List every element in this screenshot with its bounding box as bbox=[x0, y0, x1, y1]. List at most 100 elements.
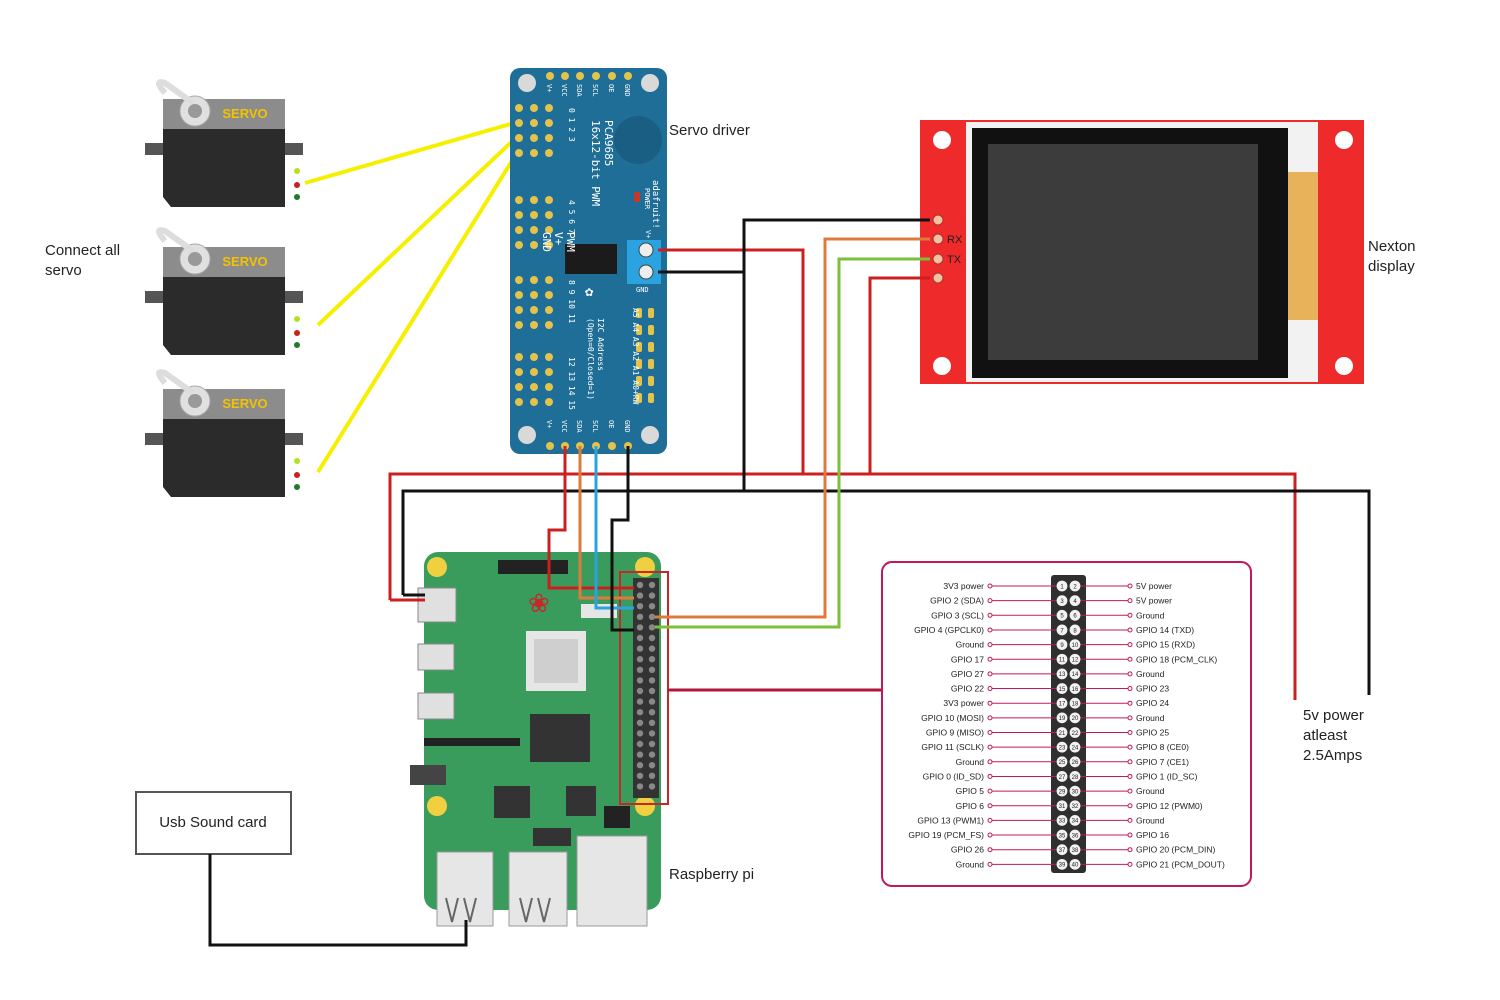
pwm-pin bbox=[545, 383, 553, 391]
pwm-pin bbox=[530, 196, 538, 204]
pwm-channel-pins bbox=[515, 104, 553, 406]
gpio-pin-number: 23 bbox=[1059, 745, 1066, 751]
gpio-pin-odd bbox=[1056, 800, 1068, 812]
top-header-pins bbox=[546, 72, 632, 80]
gpio-pin-odd bbox=[1056, 697, 1068, 709]
gpio-pin-even bbox=[1069, 771, 1081, 782]
gpio-header-pin bbox=[648, 762, 656, 769]
pca-bottom-pin-label: SDA bbox=[575, 420, 583, 433]
gpio-pin-number: 4 bbox=[1073, 599, 1077, 605]
gpio-left-label: GPIO 26 bbox=[951, 845, 984, 855]
gpio-left-label: GPIO 17 bbox=[951, 654, 984, 664]
gpio-header-pin bbox=[636, 624, 644, 631]
gpio-right-label: GPIO 23 bbox=[1136, 684, 1169, 694]
pwm-pin bbox=[545, 134, 553, 142]
gpio-left-label: Ground bbox=[956, 757, 985, 767]
pca-channel-group-1: 0 1 2 3 bbox=[567, 108, 576, 142]
pca-channel-group-4: 12 13 14 15 bbox=[567, 357, 576, 410]
gpio-left-label: 3V3 power bbox=[943, 698, 984, 708]
pwm-pin bbox=[530, 134, 538, 142]
gpio-right-label: GPIO 24 bbox=[1136, 698, 1169, 708]
gpio-pin-number: 29 bbox=[1059, 789, 1066, 795]
connect-servo-label-line1: Connect all bbox=[45, 242, 120, 259]
pca-address-pins: A5 A4 A3 A2 A1 A0+RW bbox=[631, 308, 640, 405]
pwm-pin bbox=[545, 104, 553, 112]
gpio-pin-odd bbox=[1056, 712, 1068, 724]
pca-address-sub: (Open=0/Closed=1) bbox=[586, 318, 595, 400]
gpio-header-pin bbox=[648, 783, 656, 790]
gpio-pin-odd bbox=[1056, 785, 1068, 797]
pwm-pin bbox=[515, 398, 523, 406]
gpio-pin-number: 38 bbox=[1072, 848, 1079, 854]
gpio-header-pin bbox=[648, 698, 656, 705]
gpio-header-pin bbox=[636, 656, 644, 663]
address-jumpers bbox=[636, 308, 654, 403]
gpio-left-label: GPIO 11 (SCLK) bbox=[921, 742, 984, 752]
gpio-pin-even bbox=[1069, 815, 1081, 826]
gpio-header-pin bbox=[648, 603, 656, 610]
gpio-header-pin bbox=[648, 709, 656, 716]
gpio-pin-number: 36 bbox=[1072, 833, 1079, 839]
gpio-pin-odd bbox=[1056, 815, 1068, 826]
nexton-display-label-line2: display bbox=[1368, 258, 1415, 275]
gpio-pin-even bbox=[1069, 712, 1081, 724]
gpio-pin-number: 33 bbox=[1059, 819, 1066, 825]
pwm-pin bbox=[530, 119, 538, 127]
gpio-header-pin bbox=[636, 677, 644, 684]
gpio-header-pin bbox=[648, 645, 656, 652]
pwm-pin bbox=[545, 196, 553, 204]
pca-side-label-vplus: V+ bbox=[552, 232, 565, 246]
gpio-pin-number: 10 bbox=[1072, 643, 1079, 649]
pwm-pin bbox=[530, 321, 538, 329]
gpio-pin-even bbox=[1069, 800, 1081, 812]
pca-terminal-vplus: V+ bbox=[644, 230, 652, 238]
gpio-pin-number: 16 bbox=[1072, 687, 1079, 693]
gpio-right-label: GPIO 1 (ID_SC) bbox=[1136, 771, 1198, 781]
gpio-pin-odd bbox=[1056, 653, 1068, 665]
adafruit-flower-logo: ✿ bbox=[585, 284, 594, 300]
gpio-pin-number: 1 bbox=[1060, 584, 1064, 590]
gpio-pin-number: 19 bbox=[1059, 716, 1066, 722]
pwm-pin bbox=[545, 226, 553, 234]
gpio-pin-number: 28 bbox=[1072, 775, 1079, 781]
gpio-right-label: 5V power bbox=[1136, 596, 1172, 606]
display-tx-label: TX bbox=[947, 254, 962, 266]
gpio-pin-even bbox=[1069, 785, 1081, 797]
pwm-pin bbox=[515, 353, 523, 361]
gpio-pin-even bbox=[1069, 844, 1081, 856]
gpio-pin-number: 11 bbox=[1059, 658, 1066, 664]
pwm-pin bbox=[530, 306, 538, 314]
gpio-header-pin bbox=[636, 740, 644, 748]
gpio-header-pin bbox=[636, 730, 644, 737]
gpio-right-label: Ground bbox=[1136, 713, 1165, 723]
pca-title-line1: PCA9685 bbox=[602, 120, 615, 166]
pca-top-pin-label: SDA bbox=[575, 84, 583, 97]
gpio-pin-number: 24 bbox=[1072, 745, 1079, 751]
gpio-left-label: GPIO 5 bbox=[956, 786, 985, 796]
pwm-pin bbox=[515, 241, 523, 249]
pwm-pin bbox=[515, 291, 523, 299]
gpio-pin-odd bbox=[1056, 580, 1068, 592]
gpio-pin-number: 21 bbox=[1059, 731, 1066, 737]
gpio-pin-number: 6 bbox=[1073, 614, 1077, 620]
gpio-header-pin bbox=[648, 730, 656, 737]
gpio-pin-number: 31 bbox=[1059, 804, 1066, 810]
gpio-header-pin bbox=[636, 613, 644, 620]
pca-bottom-pin-label: V+ bbox=[545, 420, 553, 428]
gpio-header-pin bbox=[636, 592, 644, 599]
pca-bottom-pin-label: GND bbox=[623, 420, 631, 433]
pca-bottom-pin-label: SCL bbox=[591, 420, 599, 433]
gpio-pin-even bbox=[1069, 756, 1081, 768]
pwm-pin bbox=[545, 241, 553, 249]
raspberry-pi-board: ❀ bbox=[410, 552, 669, 927]
gpio-pin-number: 18 bbox=[1072, 702, 1079, 708]
pwm-pin bbox=[530, 226, 538, 234]
gpio-right-label: Ground bbox=[1136, 815, 1165, 825]
gpio-left-label: GPIO 10 (MOSI) bbox=[921, 713, 984, 723]
